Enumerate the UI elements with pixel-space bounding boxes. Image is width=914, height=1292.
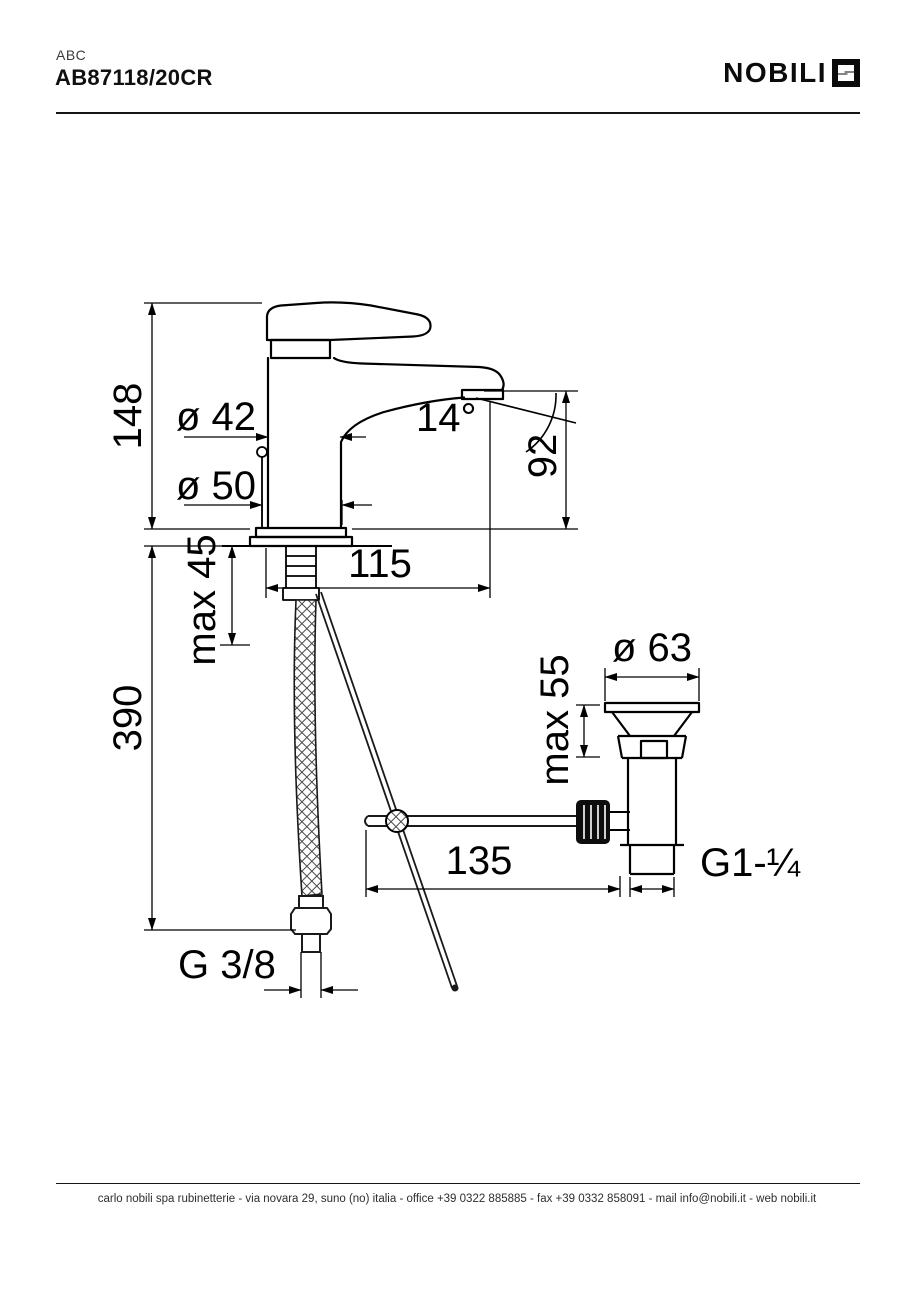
dimension-lines bbox=[144, 302, 700, 998]
footer-rule bbox=[56, 1183, 860, 1184]
ext-line bbox=[604, 668, 700, 701]
ext-line bbox=[261, 500, 343, 525]
knob-stem bbox=[610, 811, 630, 831]
footer-contact-line: carlo nobili spa rubinetterie - via nova… bbox=[97, 1193, 817, 1205]
waste-body bbox=[620, 758, 684, 847]
dim-hose-length-label: 390 bbox=[106, 685, 150, 752]
header-rule bbox=[56, 112, 860, 114]
knob-knurling bbox=[583, 805, 606, 839]
dim-reach-label: 115 bbox=[348, 542, 412, 586]
pull-rod-diagonal bbox=[315, 591, 458, 989]
supply-hose-group bbox=[290, 599, 332, 953]
mounting-shank bbox=[282, 545, 320, 601]
dim-waste-max-label: max 55 bbox=[533, 654, 577, 785]
waste-plug-neck bbox=[611, 711, 693, 737]
hose-connector bbox=[290, 895, 332, 953]
dim-supply-thread-label: G 3/8 bbox=[178, 943, 276, 987]
faucet-handle bbox=[265, 301, 432, 342]
dim-waste-thread-label: G1-¼ bbox=[700, 841, 801, 885]
ext-line bbox=[576, 704, 600, 758]
faucet-cartridge-collar bbox=[269, 338, 332, 360]
dim-max-deck-label: max 45 bbox=[180, 534, 224, 665]
dim-outlet-height-label: 92 bbox=[521, 434, 565, 479]
brand-name: NOBILI bbox=[723, 57, 827, 88]
base-plate bbox=[254, 526, 348, 539]
pop-up-linkage bbox=[315, 591, 578, 992]
waste-flange bbox=[616, 734, 688, 760]
dim-height-label: 148 bbox=[106, 383, 150, 450]
series-code: ABC bbox=[56, 47, 87, 63]
angle-ref-line bbox=[475, 397, 577, 424]
waste-overflow-slot bbox=[639, 739, 669, 760]
rod-end-tip bbox=[451, 984, 459, 992]
waste-tailpiece bbox=[628, 845, 676, 876]
nobili-logo-mark-icon bbox=[832, 59, 860, 87]
model-number: AB87118/20CR bbox=[55, 65, 213, 90]
spout-aerator bbox=[460, 388, 505, 401]
base-gasket bbox=[248, 535, 354, 548]
dim-rod-reach-label: 135 bbox=[446, 839, 513, 883]
lift-rod-knob bbox=[256, 446, 268, 458]
braided-hose bbox=[293, 599, 323, 897]
dim-angle-label: 14° bbox=[416, 396, 477, 440]
faucet-spout-outline bbox=[266, 356, 505, 530]
drain-assembly bbox=[576, 701, 701, 876]
faucet-body bbox=[248, 301, 505, 601]
ext-line bbox=[629, 877, 675, 897]
dim-spout-dia-label: ø 42 bbox=[176, 395, 256, 439]
ext-line bbox=[300, 952, 322, 998]
ball-joint bbox=[385, 809, 409, 833]
dim-waste-dia-label: ø 63 bbox=[612, 626, 692, 670]
dim-base-dia-label: ø 50 bbox=[176, 464, 256, 508]
dimension-labels: 148 390 max 45 ø 42 ø 50 14° 92 115 ø 63… bbox=[106, 383, 801, 987]
brand-logo: NOBILI bbox=[723, 57, 860, 89]
waste-plug-cap bbox=[603, 701, 701, 714]
angle-arc bbox=[525, 392, 557, 453]
